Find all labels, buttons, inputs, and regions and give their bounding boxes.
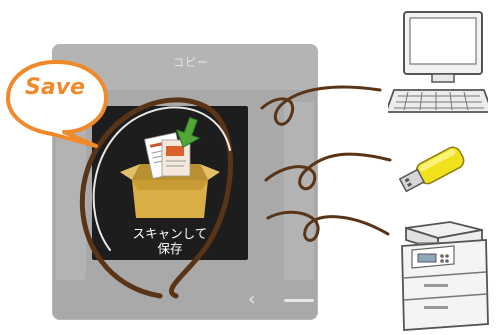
scan-box-icon — [120, 116, 220, 218]
connector-printer — [266, 210, 390, 242]
next-card[interactable] — [284, 102, 314, 280]
save-callout — [6, 60, 108, 148]
tile-label-line1: スキャンして — [132, 226, 208, 241]
connector-computer — [260, 85, 382, 126]
copy-tab-label[interactable]: コピー — [173, 56, 209, 69]
page-indicator-bar — [284, 299, 314, 302]
multifunction-printer-icon — [401, 221, 489, 331]
save-callout-label: Save — [25, 75, 85, 100]
back-icon[interactable]: ‹ — [248, 288, 256, 310]
tile-label-line2: 保存 — [157, 241, 183, 256]
connector-usb — [264, 152, 392, 191]
computer-icon — [388, 11, 488, 113]
tile-label: スキャンして 保存 — [92, 226, 248, 256]
usb-memory-icon — [398, 146, 465, 193]
